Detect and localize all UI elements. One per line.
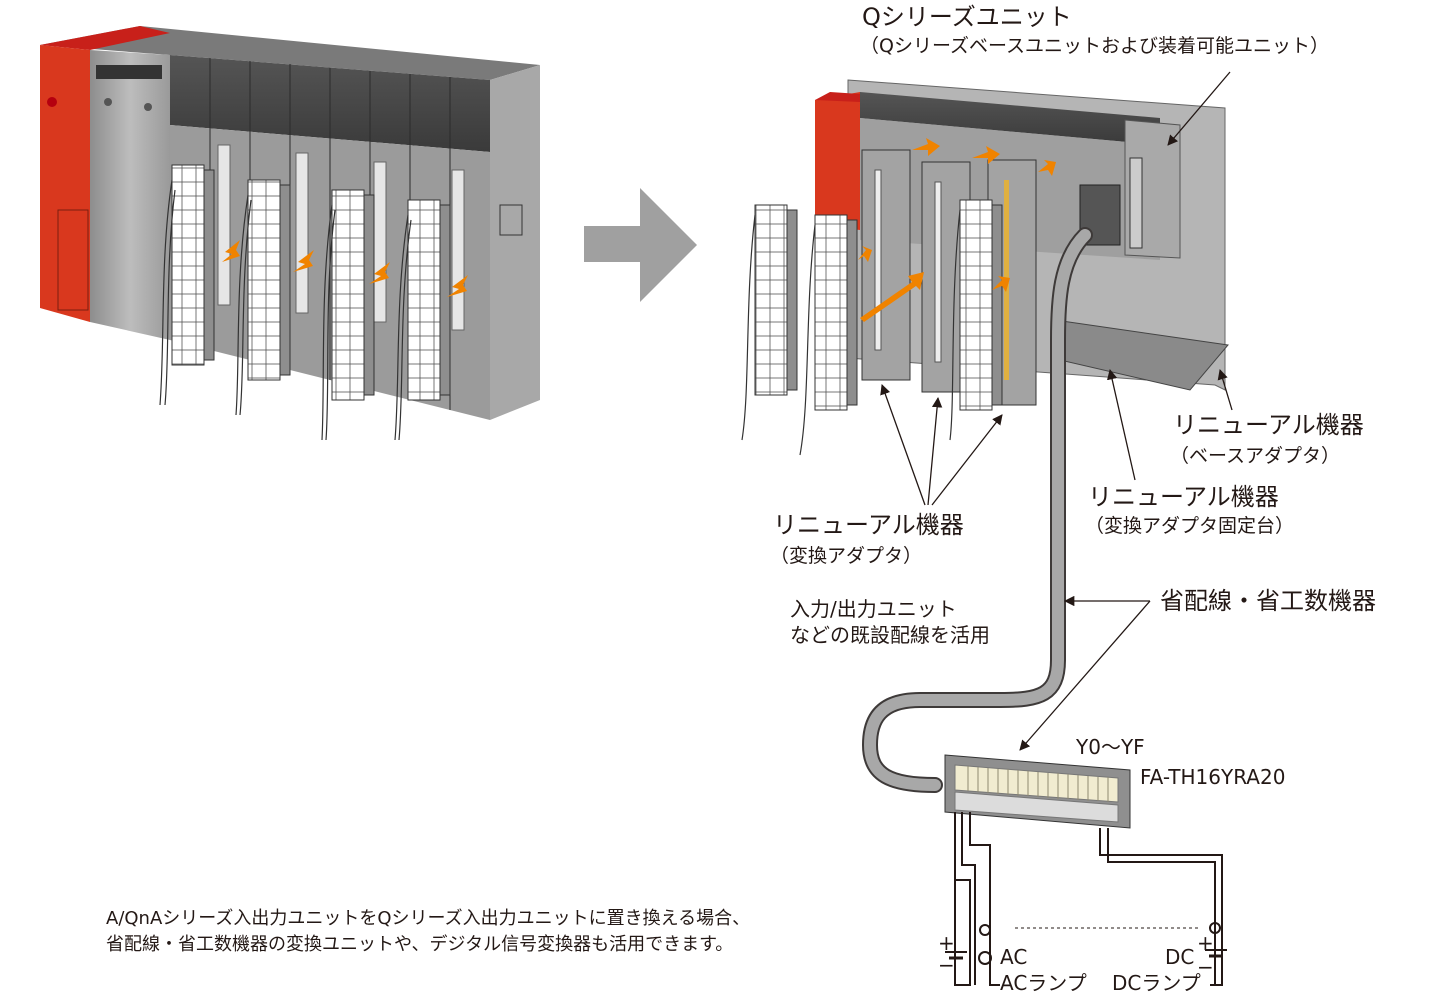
wiring-schematic [945, 812, 1227, 986]
note-line1: A/QnAシリーズ入出力ユニットをQシリーズ入出力ユニットに置き換える場合、 [106, 908, 751, 929]
dc-label: DC [1165, 945, 1195, 969]
terminal-block [814, 214, 858, 411]
terminal-block [331, 189, 375, 401]
ac-label: AC [1000, 945, 1028, 969]
wiring-saving-label: 省配線・省工数機器 [1160, 587, 1376, 615]
renewal-conversion-title: リニューアル機器 [773, 511, 964, 539]
renewal-base-adapter-title: リニューアル機器 [1173, 411, 1364, 439]
terminal-block [247, 179, 291, 381]
terminal-block [407, 199, 451, 401]
renewal-fixture-title: リニューアル機器 [1088, 483, 1279, 511]
terminal-block [754, 204, 798, 396]
ac-lamp-label: ACランプ [1000, 971, 1087, 995]
model-name-label: FA-TH16YRA20 [1140, 765, 1286, 789]
aqna-series-plc [40, 26, 540, 441]
conversion-adapter [861, 149, 911, 381]
q-series-title: Qシリーズユニット [862, 3, 1072, 31]
ac-plus: + [938, 931, 955, 955]
transition-arrow-icon [584, 188, 697, 302]
dc-lamp-label: DCランプ [1112, 971, 1201, 995]
q-series-subtitle: （Qシリーズベースユニットおよび装着可能ユニット） [860, 35, 1330, 57]
removal-arrows [222, 240, 468, 297]
reuse-wiring-line1: 入力/出力ユニット [790, 597, 957, 621]
note-line2: 省配線・省工数機器の変換ユニットや、デジタル信号変換器も活用できます。 [106, 934, 734, 955]
terminal-block [171, 164, 215, 366]
insertion-arrows [858, 138, 1056, 322]
renewal-fixture-subtitle: （変換アダプタ固定台） [1085, 515, 1295, 537]
q-series-assembly [741, 79, 1229, 793]
ac-minus: − [938, 953, 955, 977]
renewal-conversion-subtitle: （変換アダプタ） [770, 545, 923, 567]
dc-minus: − [1197, 955, 1214, 979]
reuse-wiring-line2: などの既設配線を活用 [790, 623, 990, 647]
dc-plus: + [1197, 931, 1214, 955]
terminal-block [959, 199, 1003, 411]
leader-lines [880, 71, 1233, 751]
cpu-unit [90, 50, 170, 340]
power-unit [40, 45, 90, 322]
relay-terminal-unit [944, 754, 1131, 829]
renewal-base-adapter-subtitle: （ベースアダプタ） [1170, 445, 1341, 467]
output-range-label: Y0～YF [1076, 735, 1145, 759]
